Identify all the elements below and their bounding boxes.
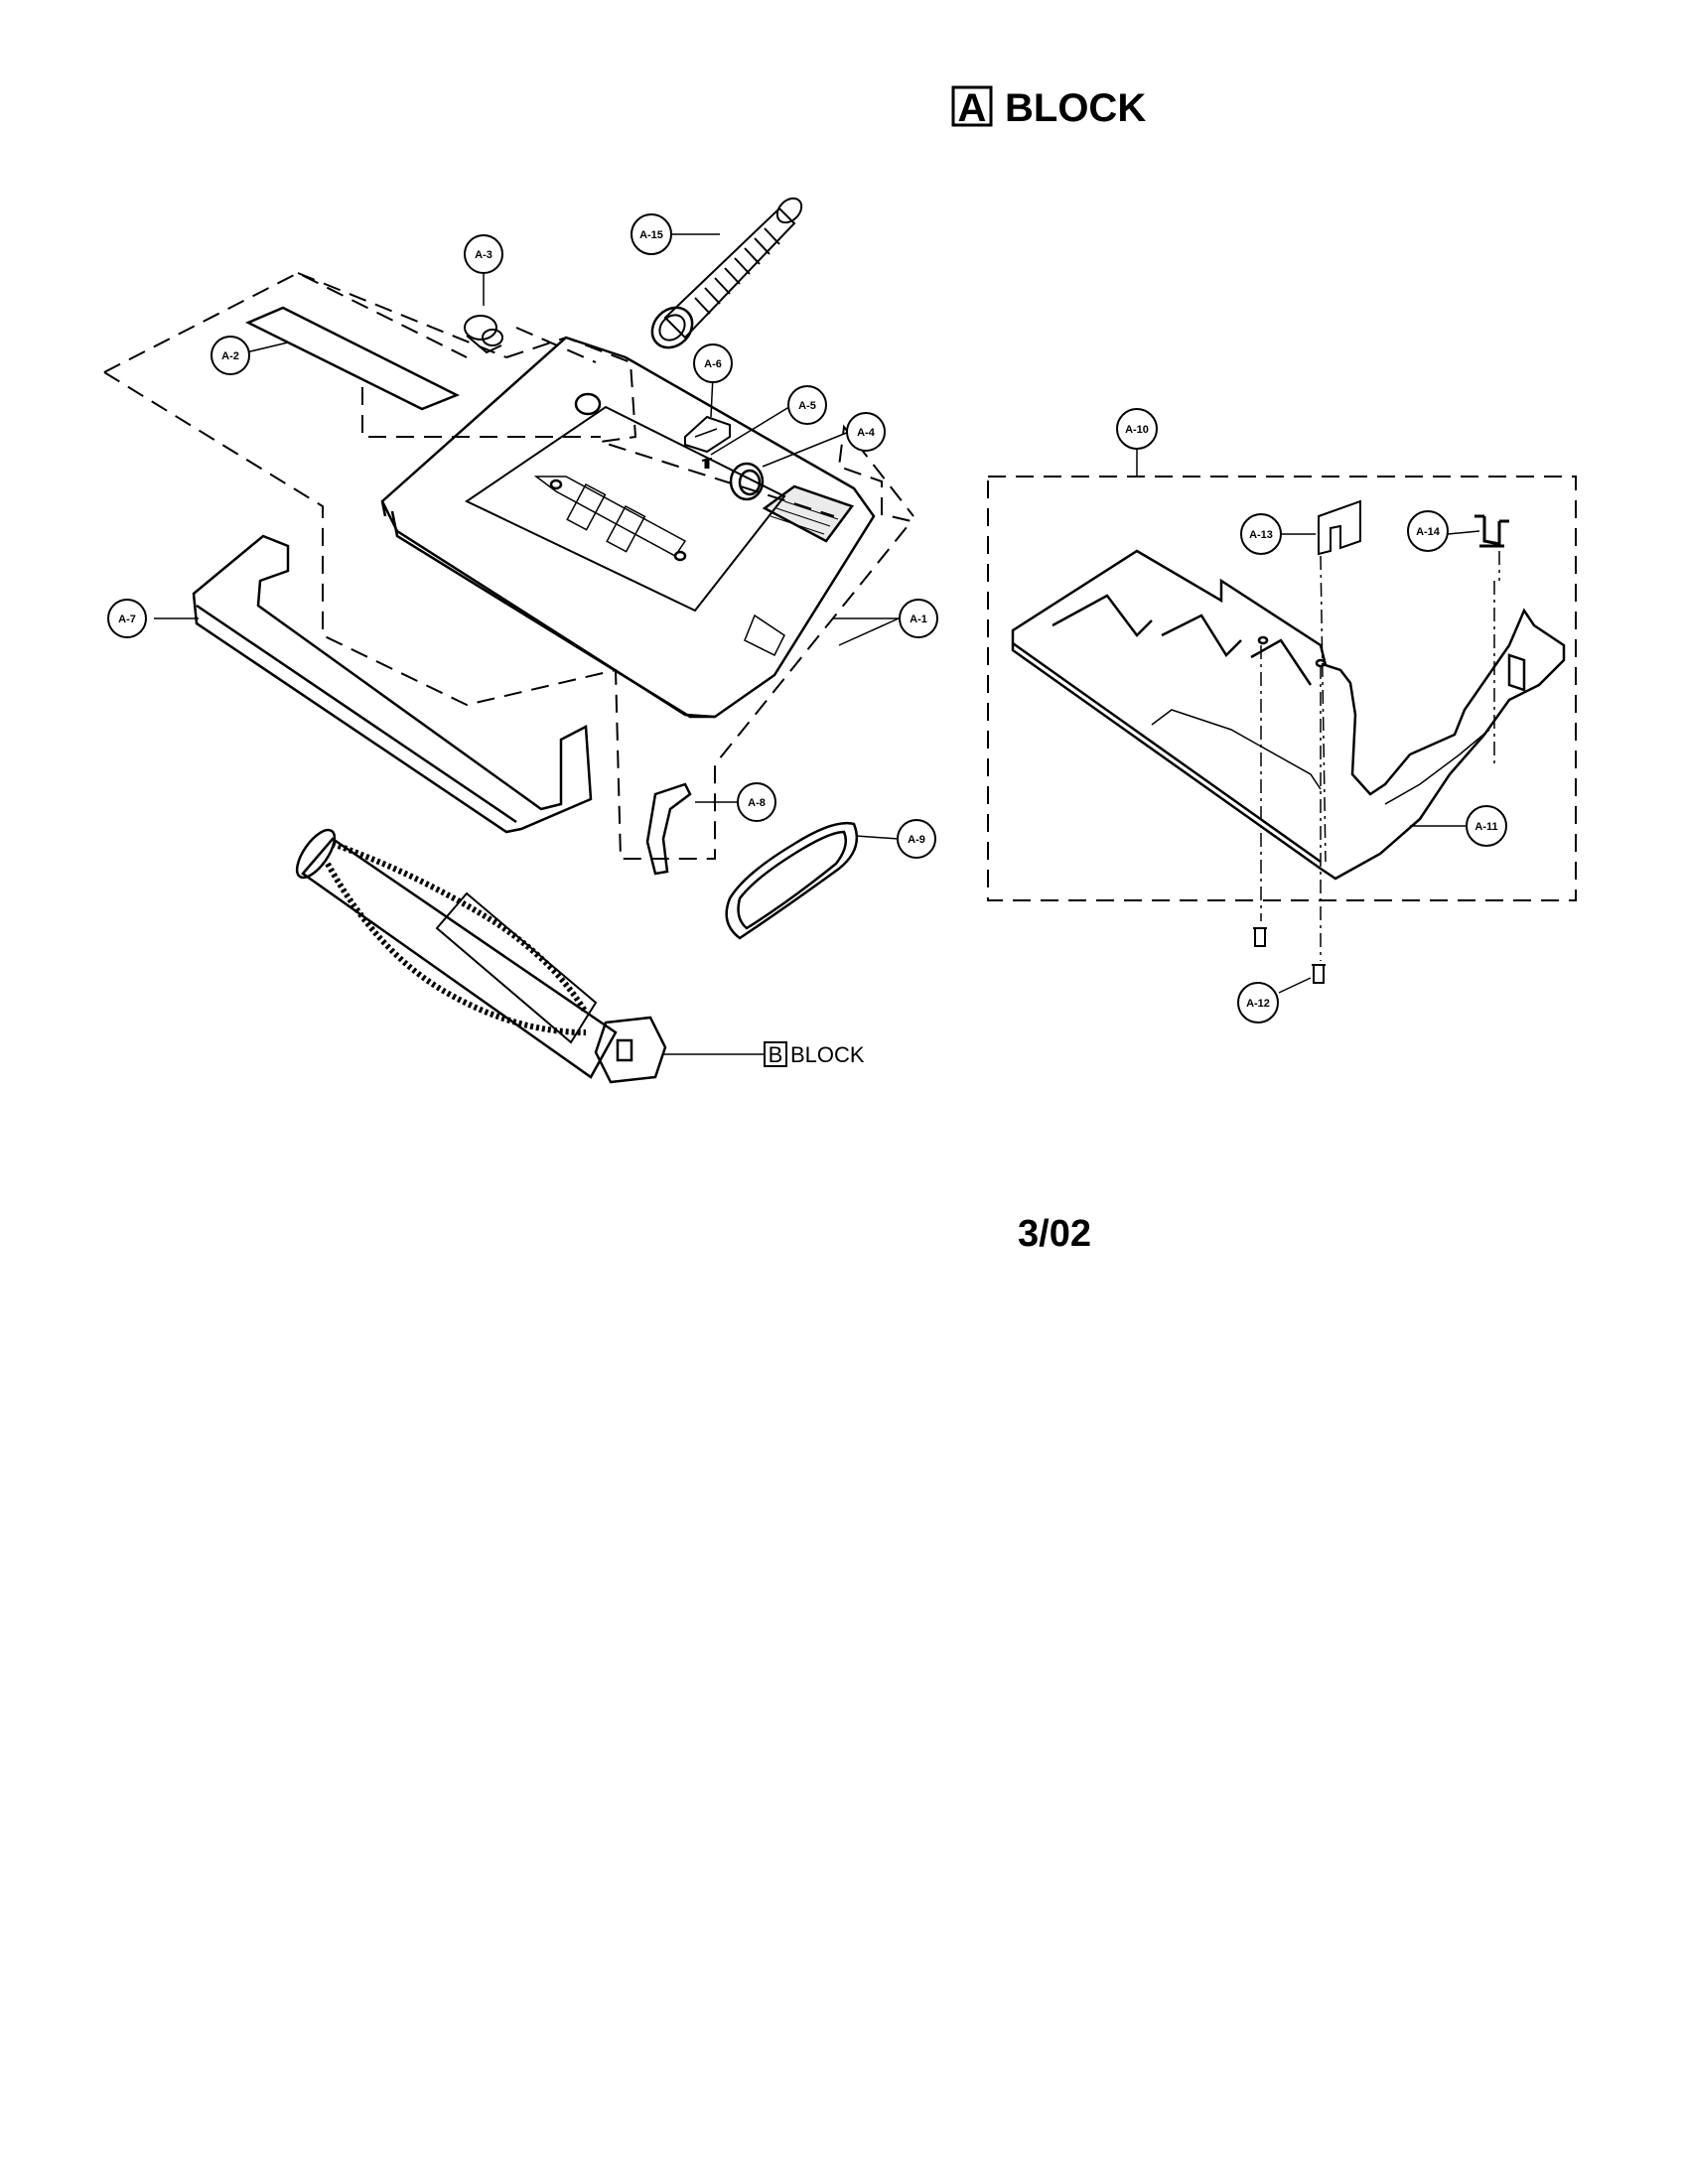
- block-ref-letter-box: [764, 1041, 787, 1067]
- bumper: [192, 534, 593, 834]
- svg-text:A-15: A-15: [639, 229, 663, 241]
- clip-part: [684, 415, 731, 454]
- title-letter: A: [958, 86, 987, 130]
- callout-a9: A-9: [897, 819, 936, 859]
- knob-part: [464, 315, 503, 354]
- svg-text:A-10: A-10: [1125, 424, 1149, 436]
- svg-text:A-7: A-7: [118, 614, 136, 625]
- callout-a4: A-4: [846, 412, 886, 452]
- svg-text:A-9: A-9: [908, 834, 925, 846]
- title-label: BLOCK: [1005, 86, 1146, 130]
- callout-a5: A-5: [787, 385, 827, 425]
- block-ref-label: BLOCK: [790, 1042, 865, 1067]
- leader-lines: [154, 233, 1480, 1055]
- screw-a5: [701, 458, 713, 469]
- callout-a13: A-13: [1240, 513, 1282, 555]
- callouts: A-1 A-2 A-3 A-4 A-5 A-6 A-7 A-8 A-9 A-10…: [107, 213, 1507, 1024]
- bracket-part: [645, 782, 692, 876]
- svg-text:A-3: A-3: [475, 249, 492, 261]
- housing-group-dashed-outline: [103, 271, 914, 860]
- baseplate-dashed-box: [987, 476, 1577, 901]
- svg-text:A-4: A-4: [857, 427, 876, 439]
- revision-date: 3/02: [1018, 1213, 1091, 1255]
- callout-a15: A-15: [631, 213, 672, 255]
- ring-part: [729, 462, 765, 501]
- svg-text:A-5: A-5: [798, 400, 816, 412]
- u-clip: [1474, 514, 1509, 548]
- callout-a10: A-10: [1116, 408, 1158, 450]
- label-dashed-frame: [361, 327, 601, 438]
- svg-text:A-13: A-13: [1249, 529, 1273, 541]
- belt: [725, 822, 859, 940]
- screws-a12: [1253, 927, 1326, 984]
- callout-a14: A-14: [1407, 510, 1449, 552]
- callout-a12: A-12: [1237, 982, 1279, 1024]
- callout-a2: A-2: [210, 336, 250, 375]
- title: A BLOCK: [951, 85, 1146, 130]
- u-bracket: [1318, 499, 1361, 556]
- hose: [650, 197, 803, 349]
- label-plate: [245, 306, 461, 411]
- housing-group-dashed-outline-2: [297, 272, 835, 517]
- svg-text:A-14: A-14: [1416, 526, 1441, 538]
- callout-a1: A-1: [899, 599, 938, 638]
- callout-a8: A-8: [737, 782, 776, 822]
- svg-text:A-2: A-2: [221, 350, 239, 362]
- main-housing: [380, 336, 876, 719]
- title-letter-box: [951, 85, 993, 127]
- callout-a7: A-7: [107, 599, 147, 638]
- brushroll: [295, 828, 667, 1084]
- svg-text:A-8: A-8: [748, 797, 766, 809]
- callout-a6: A-6: [693, 343, 733, 383]
- svg-text:A-11: A-11: [1474, 821, 1497, 833]
- svg-text:A-6: A-6: [704, 358, 722, 370]
- alignment-lines: [1260, 551, 1500, 961]
- block-reference: B BLOCK: [764, 1041, 865, 1067]
- callout-a11: A-11: [1466, 805, 1507, 847]
- callout-a3: A-3: [464, 234, 503, 274]
- svg-text:A-1: A-1: [910, 614, 927, 625]
- block-ref-letter: B: [769, 1042, 783, 1067]
- svg-text:A-12: A-12: [1246, 998, 1270, 1010]
